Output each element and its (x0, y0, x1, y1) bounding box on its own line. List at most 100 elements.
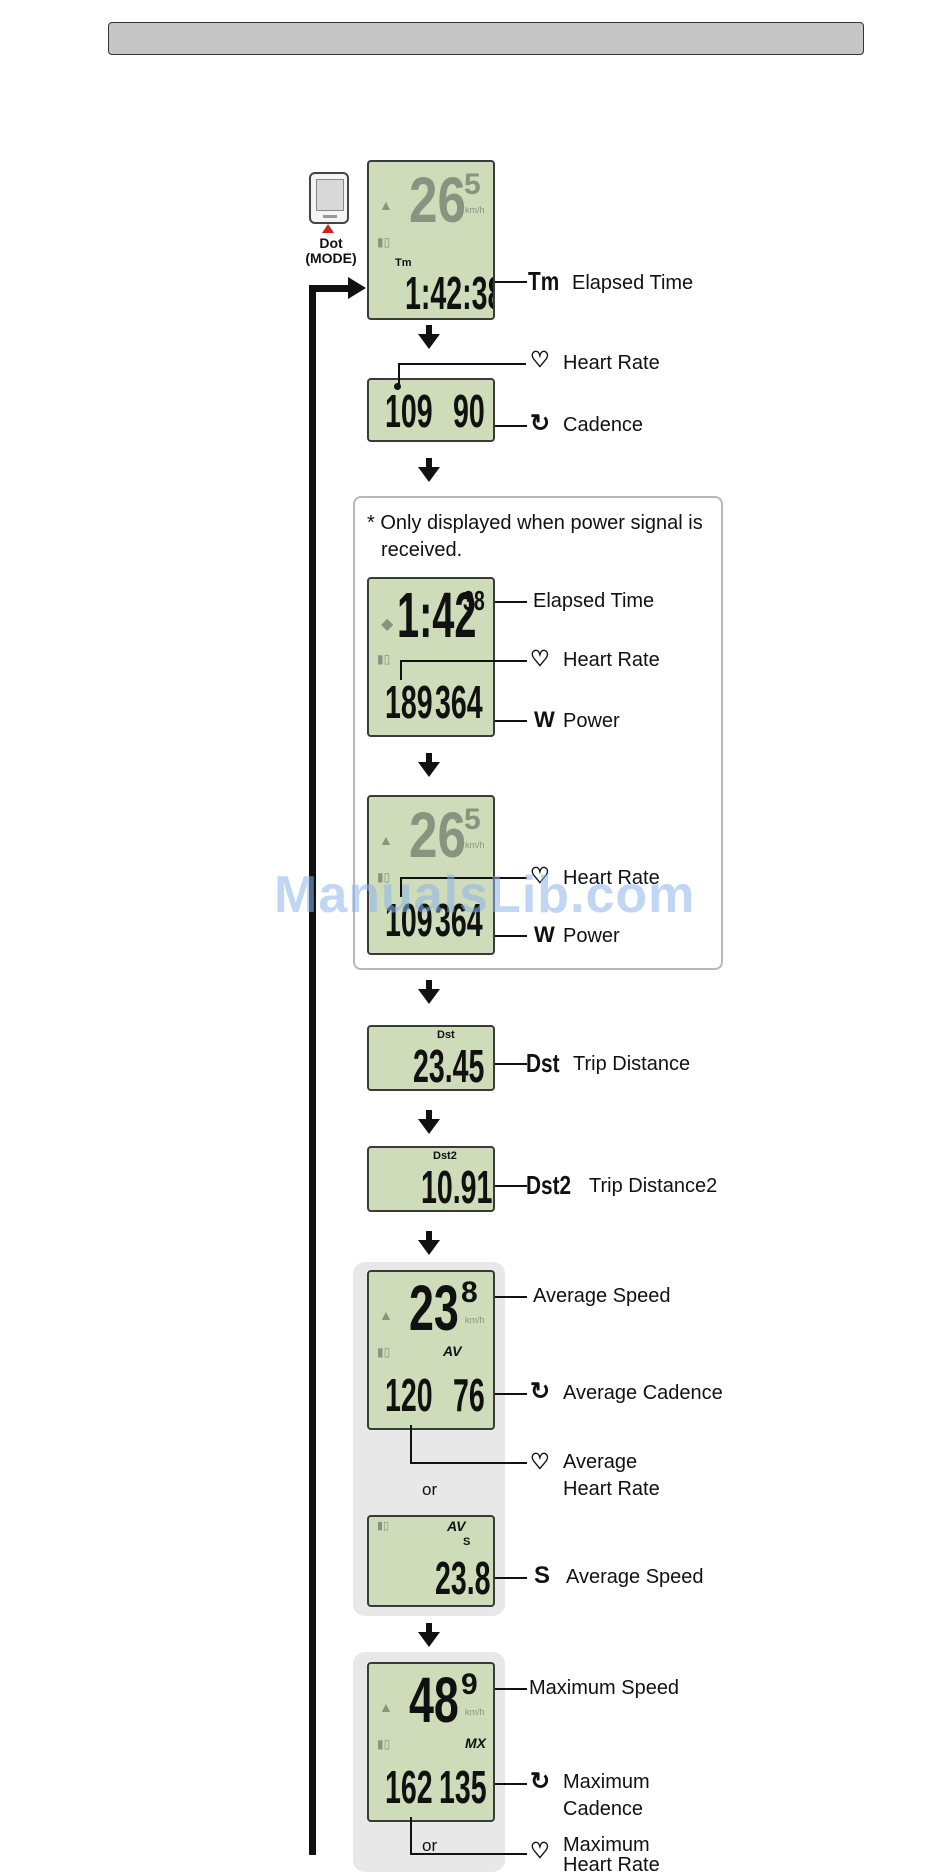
label-average-heart-rate-line1: Average (563, 1451, 638, 1473)
label-cadence: Cadence (563, 414, 644, 436)
return-loop-line (309, 285, 316, 1855)
hr-digits: 109 (385, 894, 433, 946)
label-heart-rate-2: Heart Rate (563, 649, 660, 671)
av-tag: AV (443, 1343, 462, 1359)
flow-arrow (418, 467, 440, 482)
flow-arrow (418, 1119, 440, 1134)
lcd-screen-power-elapsed: ◆ 1:42 38 ▮▯ 189 364 (367, 577, 495, 737)
lcd-screen-power-speed: ▲ 26 5 km/h ▮▯ 109 364 (367, 795, 495, 955)
or-text: or (422, 1836, 438, 1855)
avg-hr-digits: 120 (385, 1369, 433, 1421)
elapsed-digits: 1:42:38 (405, 267, 495, 319)
cadence-digits: 90 (453, 385, 485, 437)
w-symbol: W (534, 707, 555, 732)
speed-unit: km/h (465, 1315, 485, 1325)
s-tag: S (463, 1536, 471, 1548)
elapsed-large-digits: 1:42 (397, 579, 477, 651)
lcd-screen-average: ▲ 23 8 km/h ▮▯ AV 120 76 (367, 1270, 495, 1430)
return-arrow-head (348, 277, 366, 299)
hr-digits: 109 (385, 385, 433, 437)
speed-decimal: 5 (464, 168, 481, 201)
device-icon[interactable] (309, 172, 349, 224)
device-label: Dot (MODE) (296, 236, 366, 266)
dst-tag: Dst (437, 1029, 455, 1041)
distance2-digits: 10.91 (421, 1161, 493, 1212)
lcd-screen-elapsed-time: ▲ 26 5 km/h ▮▯ Tm 1:42:38 (367, 160, 495, 320)
lcd-screen-trip-distance2: Dst2 10.91 (367, 1146, 495, 1212)
label-maximum-cadence-line2: Cadence (563, 1798, 644, 1820)
lcd-screen-trip-distance: Dst 23.45 (367, 1025, 495, 1091)
speed-decimal: 5 (464, 803, 481, 836)
speed-digits: 26 (409, 799, 466, 871)
elapsed-seconds: 38 (463, 585, 485, 616)
heart-icon: ♡ (530, 646, 550, 671)
cadence-icon: ↻ (530, 410, 551, 437)
avg-cadence-digits: 76 (453, 1369, 485, 1421)
device-label-line1: Dot (319, 235, 343, 251)
press-arrow-icon (322, 224, 334, 233)
lcd-screen-hr-cadence: 109 90 (367, 378, 495, 442)
mx-tag: MX (465, 1735, 486, 1751)
watermark: ManualsLib.com (274, 866, 696, 924)
label-average-heart-rate-line2: Heart Rate (563, 1478, 660, 1500)
or-text: or (422, 1480, 438, 1499)
power-digits: 364 (435, 894, 483, 946)
max-speed-digits: 48 (409, 1664, 459, 1736)
device-label-line2: (MODE) (305, 250, 357, 266)
header-bar (108, 22, 864, 55)
triangle-indicator: ▲ (379, 197, 393, 213)
speed-unit: km/h (465, 840, 485, 850)
av-tag: AV (447, 1518, 466, 1534)
lcd-screen-maximum: ▲ 48 9 km/h ▮▯ MX 162 135 (367, 1662, 495, 1822)
avg-speed-decimal: 8 (461, 1276, 478, 1309)
dst2-symbol: Dst2 (526, 1170, 572, 1200)
w-symbol: W (534, 922, 555, 947)
label-power: Power (563, 710, 620, 732)
flow-arrow (418, 334, 440, 349)
s-symbol: S (534, 1562, 551, 1589)
label-maximum-heart-rate-line2: Heart Rate (563, 1854, 660, 1876)
leader-elapsed (495, 281, 527, 283)
speed-digits: 26 (409, 164, 466, 236)
max-cadence-digits: 135 (439, 1761, 487, 1813)
heart-icon: ♡ (530, 1838, 550, 1863)
distance-digits: 23.45 (413, 1040, 485, 1091)
tm-tag: Tm (395, 257, 412, 269)
label-trip-distance: Trip Distance (573, 1053, 691, 1075)
dst2-tag: Dst2 (433, 1150, 457, 1162)
max-speed-decimal: 9 (461, 1668, 478, 1701)
hr-digits: 189 (385, 676, 433, 728)
heart-icon: ♡ (530, 1449, 550, 1474)
max-hr-digits: 162 (385, 1761, 433, 1813)
label-average-speed-2: Average Speed (566, 1566, 704, 1588)
heart-icon: ♡ (530, 347, 550, 372)
avg-speed-s-digits: 23.8 (435, 1552, 491, 1604)
label-average-speed: Average Speed (533, 1285, 671, 1307)
flow-arrow (418, 989, 440, 1004)
tm-symbol: Tm (528, 266, 560, 296)
flow-arrow (418, 762, 440, 777)
flow-arrow (418, 1240, 440, 1255)
flow-arrow (418, 1632, 440, 1647)
cadence-icon: ↻ (530, 1768, 551, 1795)
lcd-screen-average-speed-s: ▮▯ AV S 23.8 (367, 1515, 495, 1607)
power-note-text: * Only displayed when power signal is re… (367, 512, 703, 561)
power-digits: 364 (435, 676, 483, 728)
return-loop-top (309, 285, 352, 292)
speed-unit: km/h (465, 205, 485, 215)
label-heart-rate: Heart Rate (563, 352, 660, 374)
label-trip-distance2: Trip Distance2 (589, 1175, 718, 1197)
dst-symbol: Dst (526, 1048, 560, 1078)
heart-icon: ♡ (530, 863, 550, 888)
label-elapsed-time: Elapsed Time (572, 272, 694, 294)
speed-unit: km/h (465, 1707, 485, 1717)
label-elapsed-time-2: Elapsed Time (533, 590, 655, 612)
bar-graph-icon: ▮▯ (377, 235, 391, 249)
avg-speed-digits: 23 (409, 1272, 459, 1344)
label-maximum-cadence-line1: Maximum (563, 1771, 650, 1793)
cadence-icon: ↻ (530, 1378, 551, 1405)
label-maximum-speed: Maximum Speed (529, 1677, 680, 1699)
label-heart-rate-3: Heart Rate (563, 867, 660, 889)
label-power-2: Power (563, 925, 620, 947)
label-average-cadence: Average Cadence (563, 1382, 723, 1404)
